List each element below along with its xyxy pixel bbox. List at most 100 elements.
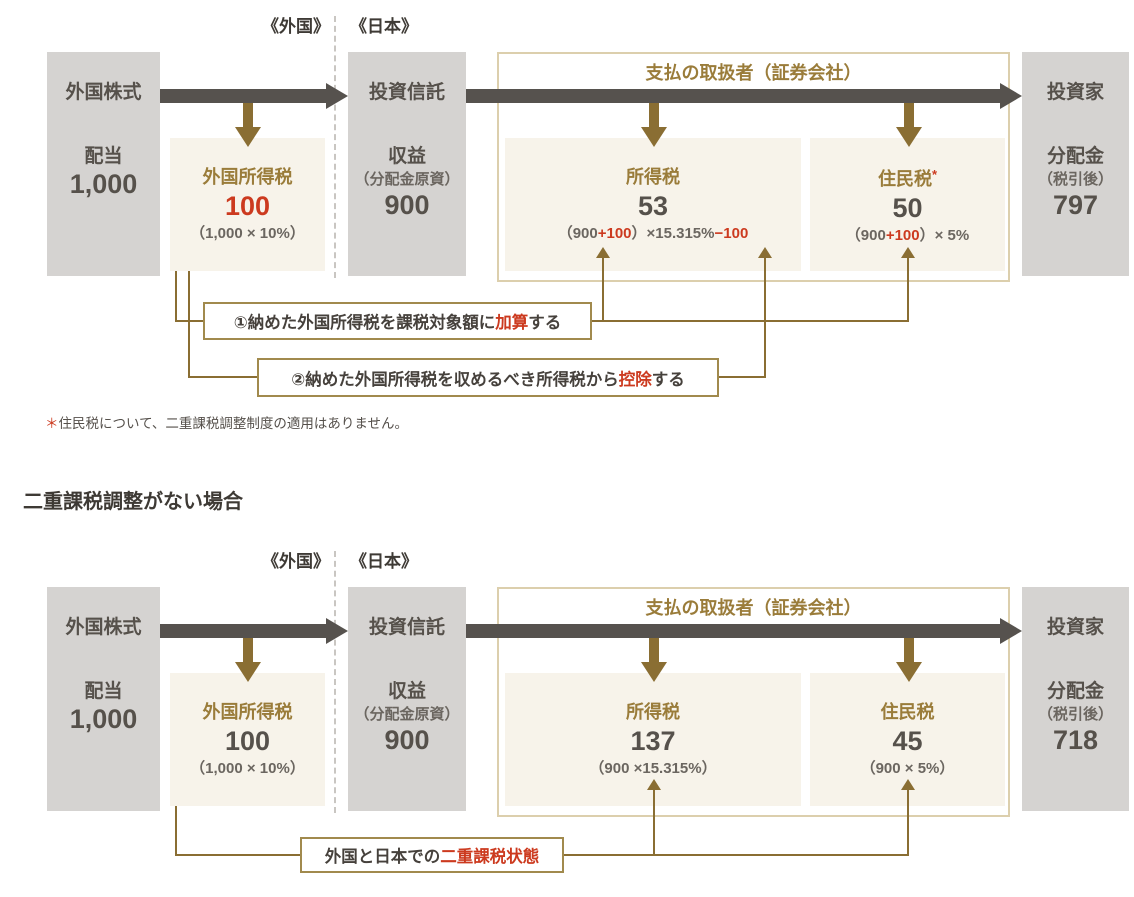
d2-foreign-stock-title: 外国株式 [65, 617, 142, 638]
d1-payment-handler-title: 支払の取扱者（証券会社） [645, 63, 862, 83]
d1-trust-label: 収益 [387, 146, 426, 167]
callout-text: する [651, 370, 685, 389]
resident-tax-footnote: ＊住民税について、二重課税調整制度の適用はありません。 [45, 412, 408, 432]
d2-investor-title: 投資家 [1046, 617, 1104, 638]
d2-trust-value: 900 [384, 725, 430, 755]
d1-up-arrow-add2-shaft [907, 256, 909, 322]
d1-dividend-label: 配当 [84, 146, 123, 167]
d2-flow-arrow-2-shaft [466, 624, 1002, 638]
d1-flow-arrow-2-head-icon [1000, 83, 1022, 109]
d1-income-tax-box: 所得税 53 （900+100）×15.315%−100 [505, 138, 801, 271]
d2-flow-arrow-2-head-icon [1000, 618, 1022, 644]
d2-resident-tax-formula: （900 × 5%） [860, 759, 955, 777]
d1-dividend-block: 配当 1,000 [47, 144, 160, 200]
d2-trust-title: 投資信託 [368, 617, 445, 638]
d1-region-label-foreign: 《外国》 [262, 17, 330, 36]
d2-foreign-tax-box: 外国所得税 100 （1,000 × 10%） [170, 673, 325, 806]
d1-investor-box: 投資家 分配金 （税引後） 797 [1022, 52, 1129, 276]
d2-distribution-label: 分配金 [1046, 681, 1104, 702]
d2-down-arrow-income-tax-head-icon [641, 662, 667, 682]
d1-trust-sublabel: （分配金原資） [354, 171, 460, 188]
d2-up-arrow-income-shaft [653, 789, 655, 855]
d1-distribution-label: 分配金 [1046, 146, 1104, 167]
d1-resident-tax-box: 住民税* 50 （900+100）× 5% [810, 138, 1005, 271]
formula-part: ）× 5% [919, 227, 970, 244]
d1-investor-title: 投資家 [1046, 82, 1104, 103]
d1-foreign-tax-value: 100 [224, 190, 271, 221]
d1-up-arrow-add1-head-icon [596, 247, 610, 258]
d1-down-arrow-resident-tax-shaft [904, 103, 914, 128]
d2-dividend-value: 1,000 [69, 704, 138, 734]
d1-connector-v2 [188, 271, 190, 378]
callout-text: ①納めた外国所得税を課税対象額に [233, 314, 496, 332]
callout-text-red: 控除 [618, 370, 652, 389]
callout-text: 外国と日本での [324, 848, 441, 866]
d1-up-arrow-add1-shaft [602, 256, 604, 322]
d1-flow-arrow-1-shaft [160, 89, 328, 103]
formula-part-added: +100 [597, 224, 632, 242]
d1-distribution-value: 797 [1052, 190, 1099, 220]
d2-dividend-label: 配当 [84, 681, 123, 702]
footnote-text: 住民税について、二重課税調整制度の適用はありません。 [58, 416, 409, 431]
d2-flow-arrow-1-head-icon [326, 618, 348, 644]
d1-trust-title: 投資信託 [368, 82, 445, 103]
d1-callout-addition: ①納めた外国所得税を課税対象額に加算する [203, 302, 592, 340]
d1-region-label-japan: 《日本》 [350, 17, 418, 36]
d1-trust-box: 投資信託 収益 （分配金原資） 900 [348, 52, 466, 276]
footnote-asterisk: ＊ [45, 416, 59, 431]
d2-resident-tax-title: 住民税 [880, 701, 935, 722]
d1-income-tax-formula: （900+100）×15.315%−100 [558, 222, 749, 245]
d1-dividend-value: 1,000 [69, 169, 138, 199]
d1-down-arrow-foreign-tax-shaft [243, 103, 253, 128]
d2-resident-tax-value: 45 [892, 725, 923, 756]
callout-text: ②納めた外国所得税を収めるべき所得税から [291, 370, 619, 389]
d1-trust-block: 収益 （分配金原資） 900 [348, 144, 466, 221]
d2-foreign-tax-formula: （1,000 × 10%） [190, 759, 305, 777]
d2-foreign-stock-box: 外国株式 配当 1,000 [47, 587, 160, 811]
d2-down-arrow-foreign-tax-shaft [243, 638, 253, 663]
d1-connector-h2 [188, 376, 259, 378]
d2-foreign-tax-value: 100 [224, 725, 271, 756]
d2-flow-arrow-1-shaft [160, 624, 328, 638]
d2-region-label-foreign: 《外国》 [262, 552, 330, 571]
d2-trust-box: 投資信託 収益 （分配金原資） 900 [348, 587, 466, 811]
d2-foreign-tax-title: 外国所得税 [202, 701, 293, 722]
d2-trust-block: 収益 （分配金原資） 900 [348, 679, 466, 756]
section2-heading: 二重課税調整がない場合 [23, 491, 243, 513]
d1-callout-deduction: ②納めた外国所得税を収めるべき所得税から控除する [257, 358, 719, 397]
d1-connector-v1 [175, 271, 177, 322]
d2-country-divider [334, 551, 336, 813]
d2-payment-handler-title: 支払の取扱者（証券会社） [645, 598, 862, 618]
d2-income-tax-value: 137 [630, 725, 676, 756]
d2-up-arrow-resident-shaft [907, 789, 909, 855]
d2-income-tax-title: 所得税 [626, 701, 680, 722]
d1-foreign-tax-formula: （1,000 × 10%） [190, 224, 305, 242]
d2-down-arrow-resident-tax-shaft [904, 638, 914, 663]
formula-part: （900 [845, 227, 886, 244]
d1-resident-tax-value: 50 [892, 193, 923, 223]
d2-up-arrow-income-head-icon [647, 779, 661, 790]
d2-up-arrow-resident-head-icon [901, 779, 915, 790]
d2-callout-double-taxation: 外国と日本での二重課税状態 [300, 837, 564, 873]
resident-tax-asterisk: * [931, 167, 938, 182]
resident-tax-title-text: 住民税 [877, 169, 932, 189]
formula-part-added: +100 [885, 227, 920, 244]
d1-resident-tax-title: 住民税* [878, 162, 937, 192]
d1-down-arrow-foreign-tax-head-icon [235, 127, 261, 147]
d1-trust-value: 900 [384, 190, 430, 220]
d2-trust-sublabel: （分配金原資） [354, 706, 460, 723]
d2-investor-box: 投資家 分配金 （税引後） 718 [1022, 587, 1129, 811]
d1-investor-block: 分配金 （税引後） 797 [1022, 144, 1129, 221]
d1-connector-h4 [719, 376, 766, 378]
callout-text-red: 加算 [495, 314, 529, 332]
d1-country-divider [334, 16, 336, 278]
d2-distribution-value: 718 [1052, 725, 1099, 755]
d1-income-tax-title: 所得税 [626, 166, 680, 187]
d2-connector-h1 [175, 854, 302, 856]
d1-foreign-stock-box: 外国株式 配当 1,000 [47, 52, 160, 276]
d1-up-arrow-deduct-shaft [764, 256, 766, 378]
formula-part: （900 [557, 224, 598, 242]
d1-down-arrow-income-tax-shaft [649, 103, 659, 128]
callout-text-red: 二重課税状態 [440, 848, 540, 866]
